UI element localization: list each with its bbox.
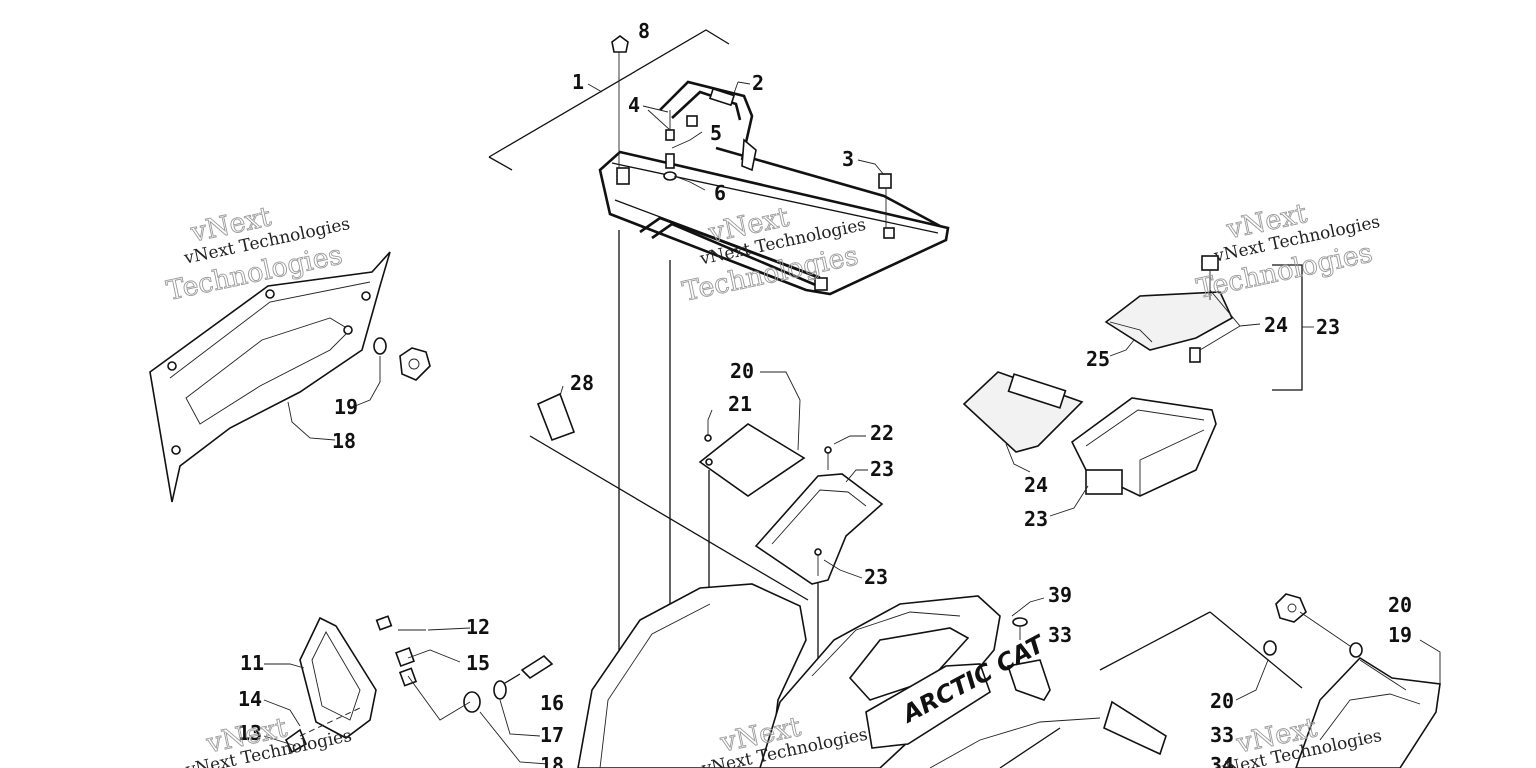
leader-lines (529, 81, 1314, 768)
decal-36 (536, 385, 576, 442)
callout-39: 39 (1048, 583, 1072, 607)
callout-21: 20 (730, 359, 754, 383)
callout-8: 8 (638, 19, 650, 43)
callout-14: 14 (238, 687, 262, 711)
rack-group-bracket (488, 29, 730, 171)
callout-20-left: 19 (334, 395, 358, 419)
tray-29 (1104, 255, 1261, 363)
callout-25: 24 (1024, 473, 1048, 497)
callout-17: 17 (540, 723, 564, 747)
callout-5: 5 (710, 121, 722, 145)
callout-19-right: 19 (1388, 623, 1412, 647)
callout-20-right: 20 (1210, 689, 1234, 713)
callout-11: 11 (240, 651, 264, 675)
rear-rack (598, 35, 950, 296)
callout-12: 12 (466, 615, 490, 639)
callouts: 8 1 2 4 5 3 6 24 23 25 20 28 21 19 22 18… (238, 19, 1412, 768)
callout-3: 3 (842, 147, 854, 171)
callout-4: 4 (628, 93, 640, 117)
callout-29: 25 (1086, 347, 1110, 371)
body-panel-39 (577, 583, 1101, 768)
callout-26: 23 (1024, 507, 1048, 531)
callout-2: 2 (752, 71, 764, 95)
callout-22: 21 (728, 392, 752, 416)
lower-left-hardware (263, 615, 554, 765)
storage-box-26 (1049, 397, 1217, 517)
callout-1: 1 (572, 70, 584, 94)
callout-13: 13 (238, 721, 262, 745)
right-side-panel (1099, 593, 1441, 768)
watermark-top-right: vNext vNext Technologies Technologies (1193, 198, 1381, 306)
cover-plate-21 (698, 371, 806, 497)
callout-28: 24 (1264, 313, 1288, 337)
box-lid-25 (962, 371, 1084, 473)
callout-36: 28 (570, 371, 594, 395)
callout-16: 16 (540, 691, 564, 715)
callout-34: 34 (1210, 753, 1234, 768)
callout-27: 23 (1316, 315, 1340, 339)
callout-20-right-top: 20 (1388, 593, 1412, 617)
left-side-panel (149, 251, 431, 503)
callout-15: 15 (466, 651, 490, 675)
bracket-24 (754, 435, 884, 585)
callout-23-bottom: 23 (864, 565, 888, 589)
callout-19-left: 18 (332, 429, 356, 453)
callout-30: 33 (1048, 623, 1072, 647)
callout-24: 23 (870, 457, 894, 481)
callout-18: 18 (540, 753, 564, 768)
decal-33 (1103, 700, 1167, 756)
callout-6: 6 (714, 181, 726, 205)
callout-23-top: 22 (870, 421, 894, 445)
grommet-30 (1012, 617, 1028, 640)
callout-33: 33 (1210, 723, 1234, 747)
